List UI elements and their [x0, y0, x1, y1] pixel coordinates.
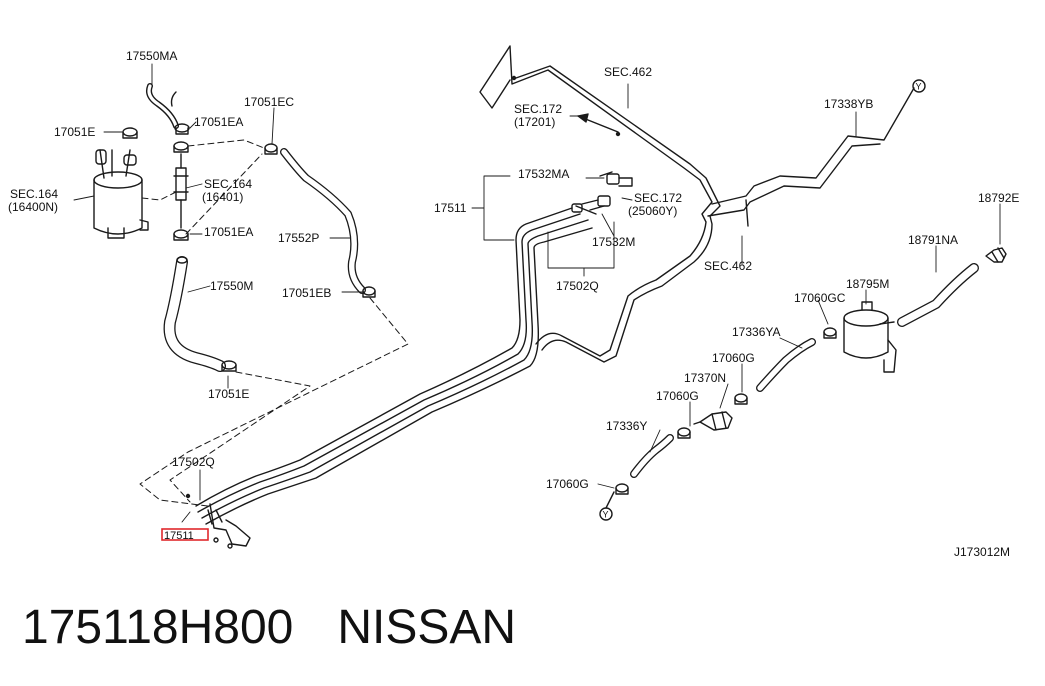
- label-sec164-mid-b: (16401): [202, 190, 243, 204]
- label-ref-code: J173012M: [954, 545, 1010, 559]
- bracket-sec462: [707, 87, 915, 227]
- label-17511-mid: 17511: [434, 201, 467, 215]
- label-17338yb: 17338YB: [824, 97, 873, 111]
- label-17502q-bottom: 17502Q: [172, 455, 215, 469]
- label-sec172-2b: (25060Y): [628, 204, 677, 218]
- label-17051e-bottom: 17051E: [208, 387, 249, 401]
- fuel-tube-bundle-17502q: [195, 207, 593, 525]
- clamp-17060g-1: [734, 393, 748, 405]
- routing-dashed-lines: [139, 139, 409, 507]
- hose-17552p: [280, 148, 366, 294]
- label-17552p: 17552P: [278, 231, 319, 245]
- label-sec462-top: SEC.462: [604, 65, 652, 79]
- clamp-17051ea-top: [173, 141, 189, 153]
- label-18792e: 18792E: [978, 191, 1019, 205]
- clamp-17051eb: [362, 286, 376, 298]
- leader-lines: [73, 63, 1001, 523]
- label-17511-highlighted[interactable]: 17511: [164, 530, 194, 542]
- label-sec164-left-a: SEC.164: [10, 187, 58, 201]
- valve-17370n: [693, 411, 733, 431]
- label-sec164-left-b: (16400N): [8, 200, 58, 214]
- connector-17532ma: [599, 171, 633, 187]
- connector-17532m: [571, 195, 611, 215]
- canister-18795m: [843, 301, 897, 373]
- hose-17550ma: [146, 83, 190, 135]
- label-17051ea-bottom: 17051EA: [204, 225, 253, 239]
- label-sec172-a: SEC.172: [514, 102, 562, 116]
- label-17336ya: 17336YA: [732, 325, 781, 339]
- label-18795m: 18795M: [846, 277, 889, 291]
- label-17060g-3: 17060G: [546, 477, 589, 491]
- label-17532ma: 17532MA: [518, 167, 569, 181]
- highlight-box-17511[interactable]: [161, 528, 209, 541]
- label-17550m: 17550M: [210, 279, 253, 293]
- label-sec172-b: (17201): [514, 115, 555, 129]
- label-17051ea-top: 17051EA: [194, 115, 243, 129]
- clamp-17060g-2: [677, 427, 691, 439]
- clamp-17060g-3: [615, 483, 629, 495]
- part-number: 175118H800: [22, 601, 294, 654]
- hose-17550m: [163, 256, 226, 372]
- fitting-18792e: [985, 247, 1007, 263]
- label-17532m: 17532M: [592, 235, 635, 249]
- marker-y-bottom: [599, 491, 615, 521]
- clamp-17051ea-bottom: [173, 229, 189, 241]
- clamp-17051e-bottom: [221, 360, 237, 372]
- labels: 17550MA 17051E 17051EA 17051EC SEC.164 (…: [8, 49, 1019, 559]
- fuel-sender-unit: [207, 503, 251, 549]
- label-17051e-top: 17051E: [54, 125, 95, 139]
- label-17060g-1: 17060G: [712, 351, 755, 365]
- part-caption: 175118H800 NISSAN: [22, 596, 516, 660]
- label-marker-y-top: Y: [916, 82, 922, 92]
- clamp-17051e-top: [122, 127, 138, 139]
- label-marker-y-bottom: Y: [603, 510, 609, 520]
- evap-canister: [93, 149, 149, 239]
- label-17060gc: 17060GC: [794, 291, 846, 305]
- clamp-17051ec: [264, 143, 278, 155]
- label-sec462-right: SEC.462: [704, 259, 752, 273]
- brand-name: NISSAN: [337, 601, 517, 654]
- label-18791na: 18791NA: [908, 233, 958, 247]
- label-sec164-mid-a: SEC.164: [204, 177, 252, 191]
- label-17060g-2: 17060G: [656, 389, 699, 403]
- label-17550ma: 17550MA: [126, 49, 177, 63]
- label-17051ec: 17051EC: [244, 95, 294, 109]
- label-17051eb: 17051EB: [282, 286, 331, 300]
- label-17502q-mid: 17502Q: [556, 279, 599, 293]
- clamp-17060gc: [823, 327, 837, 339]
- label-17370n: 17370N: [684, 371, 726, 385]
- connector-16401: [173, 153, 189, 229]
- hose-17336y: [630, 434, 674, 478]
- label-17336y: 17336Y: [606, 419, 647, 433]
- fuel-tube-to-sec462: [479, 45, 721, 363]
- hose-17336ya: [756, 338, 816, 392]
- hose-18791na: [897, 263, 979, 327]
- arrow-sec172: [577, 113, 619, 133]
- marker-y-top: [912, 79, 926, 93]
- label-sec172-2a: SEC.172: [634, 191, 682, 205]
